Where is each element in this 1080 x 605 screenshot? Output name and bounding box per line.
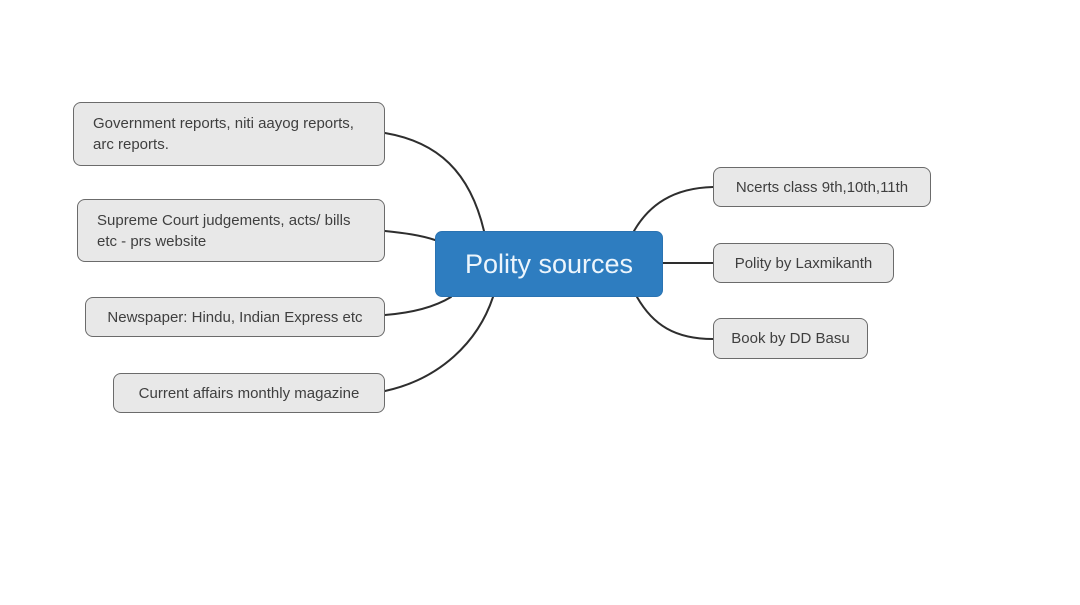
connector-current-affairs xyxy=(384,296,494,392)
node-laxmikanth[interactable]: Polity by Laxmikanth xyxy=(713,243,894,283)
node-label-line: etc - prs website xyxy=(97,232,207,250)
node-ncerts[interactable]: Ncerts class 9th,10th,11th xyxy=(713,167,931,207)
node-government-reports[interactable]: Government reports, niti aayog reports, … xyxy=(73,102,385,166)
connector-ncerts xyxy=(633,186,714,232)
connector-supreme-court xyxy=(384,230,436,241)
node-label-line: Supreme Court judgements, acts/ bills xyxy=(97,211,351,229)
root-node-label: Polity sources xyxy=(464,248,634,279)
node-label-line: Current affairs monthly magazine xyxy=(138,384,360,402)
node-dd-basu[interactable]: Book by DD Basu xyxy=(713,318,868,359)
node-label-line: Polity by Laxmikanth xyxy=(734,254,873,272)
connector-dd-basu xyxy=(636,296,714,340)
node-label-line: Book by DD Basu xyxy=(731,330,850,347)
node-label-line: Government reports, niti aayog reports, xyxy=(93,115,354,132)
node-label-line: Newspaper: Hindu, Indian Express etc xyxy=(107,308,363,326)
connector-government-reports xyxy=(384,132,485,232)
root-node-polity-sources[interactable]: Polity sources xyxy=(435,231,663,297)
node-current-affairs[interactable]: Current affairs monthly magazine xyxy=(113,373,385,413)
node-newspaper[interactable]: Newspaper: Hindu, Indian Express etc xyxy=(85,297,385,337)
node-supreme-court[interactable]: Supreme Court judgements, acts/ bills et… xyxy=(77,199,385,262)
node-label-line: Ncerts class 9th,10th,11th xyxy=(735,178,909,196)
node-label-line: arc reports. xyxy=(93,136,169,153)
connector-newspaper xyxy=(384,296,452,316)
